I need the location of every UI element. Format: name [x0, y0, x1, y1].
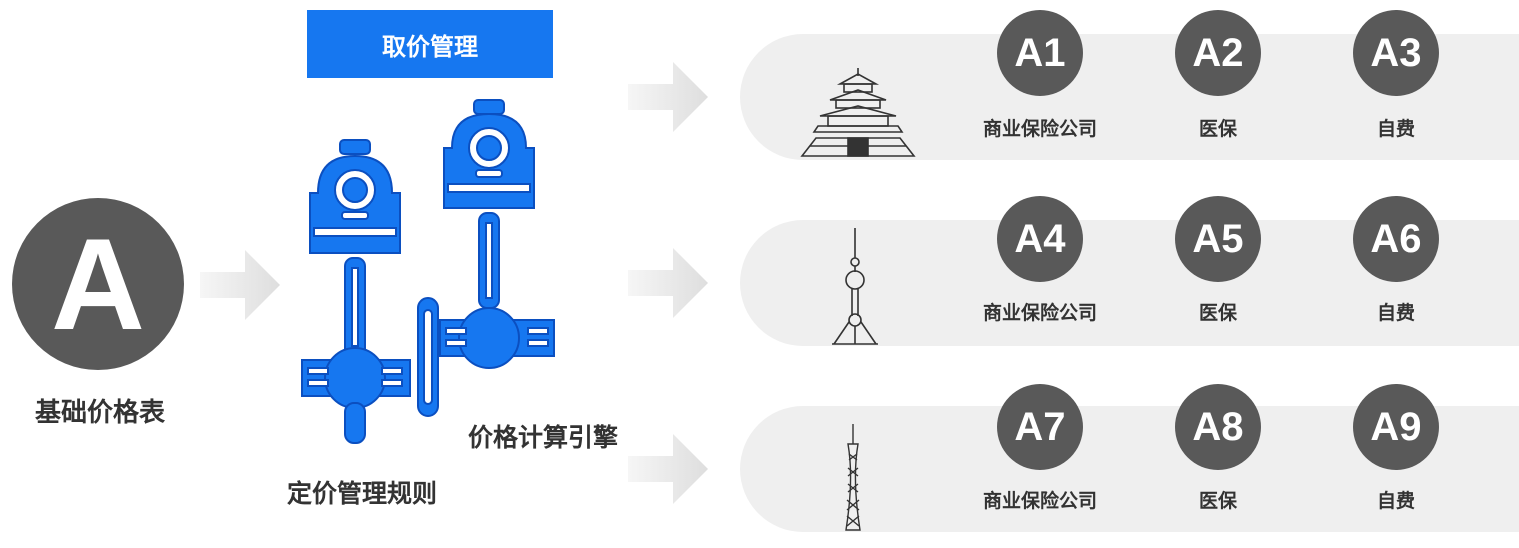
- payer-badge: A3: [1353, 10, 1439, 96]
- arrow-icon: [628, 62, 708, 132]
- temple-of-heaven-icon: [800, 68, 916, 157]
- payer-badge: A6: [1353, 196, 1439, 282]
- arrow-icon: [628, 434, 708, 504]
- arrow-icon: [200, 250, 280, 320]
- payer-badge: A4: [997, 196, 1083, 282]
- rules-label: 定价管理规则: [286, 479, 437, 508]
- source-badge: A: [12, 198, 184, 370]
- payer-label: 医保: [1198, 118, 1237, 140]
- payer-badge: A8: [1175, 384, 1261, 470]
- payer-label: 商业保险公司: [982, 302, 1097, 324]
- payer-label: 医保: [1198, 490, 1237, 512]
- payer-badge: A7: [997, 384, 1083, 470]
- payer-label: 自费: [1376, 490, 1415, 512]
- payer-badge: A9: [1353, 384, 1439, 470]
- oriental-pearl-tower-icon: [832, 228, 878, 345]
- payer-label: 自费: [1376, 118, 1415, 140]
- piston-engine-icon: [301, 99, 555, 444]
- engine-label: 价格计算引擎: [467, 423, 618, 452]
- payer-label: 医保: [1198, 302, 1237, 324]
- canton-tower-icon: [845, 424, 861, 531]
- pricing-management-header: 取价管理: [307, 10, 553, 78]
- payer-label: 自费: [1376, 302, 1415, 324]
- arrow-icon: [628, 248, 708, 318]
- payer-badge: A1: [997, 10, 1083, 96]
- payer-badge: A5: [1175, 196, 1261, 282]
- source-label: 基础价格表: [34, 398, 165, 428]
- payer-badge: A2: [1175, 10, 1261, 96]
- payer-label: 商业保险公司: [982, 490, 1097, 512]
- payer-label: 商业保险公司: [982, 118, 1097, 140]
